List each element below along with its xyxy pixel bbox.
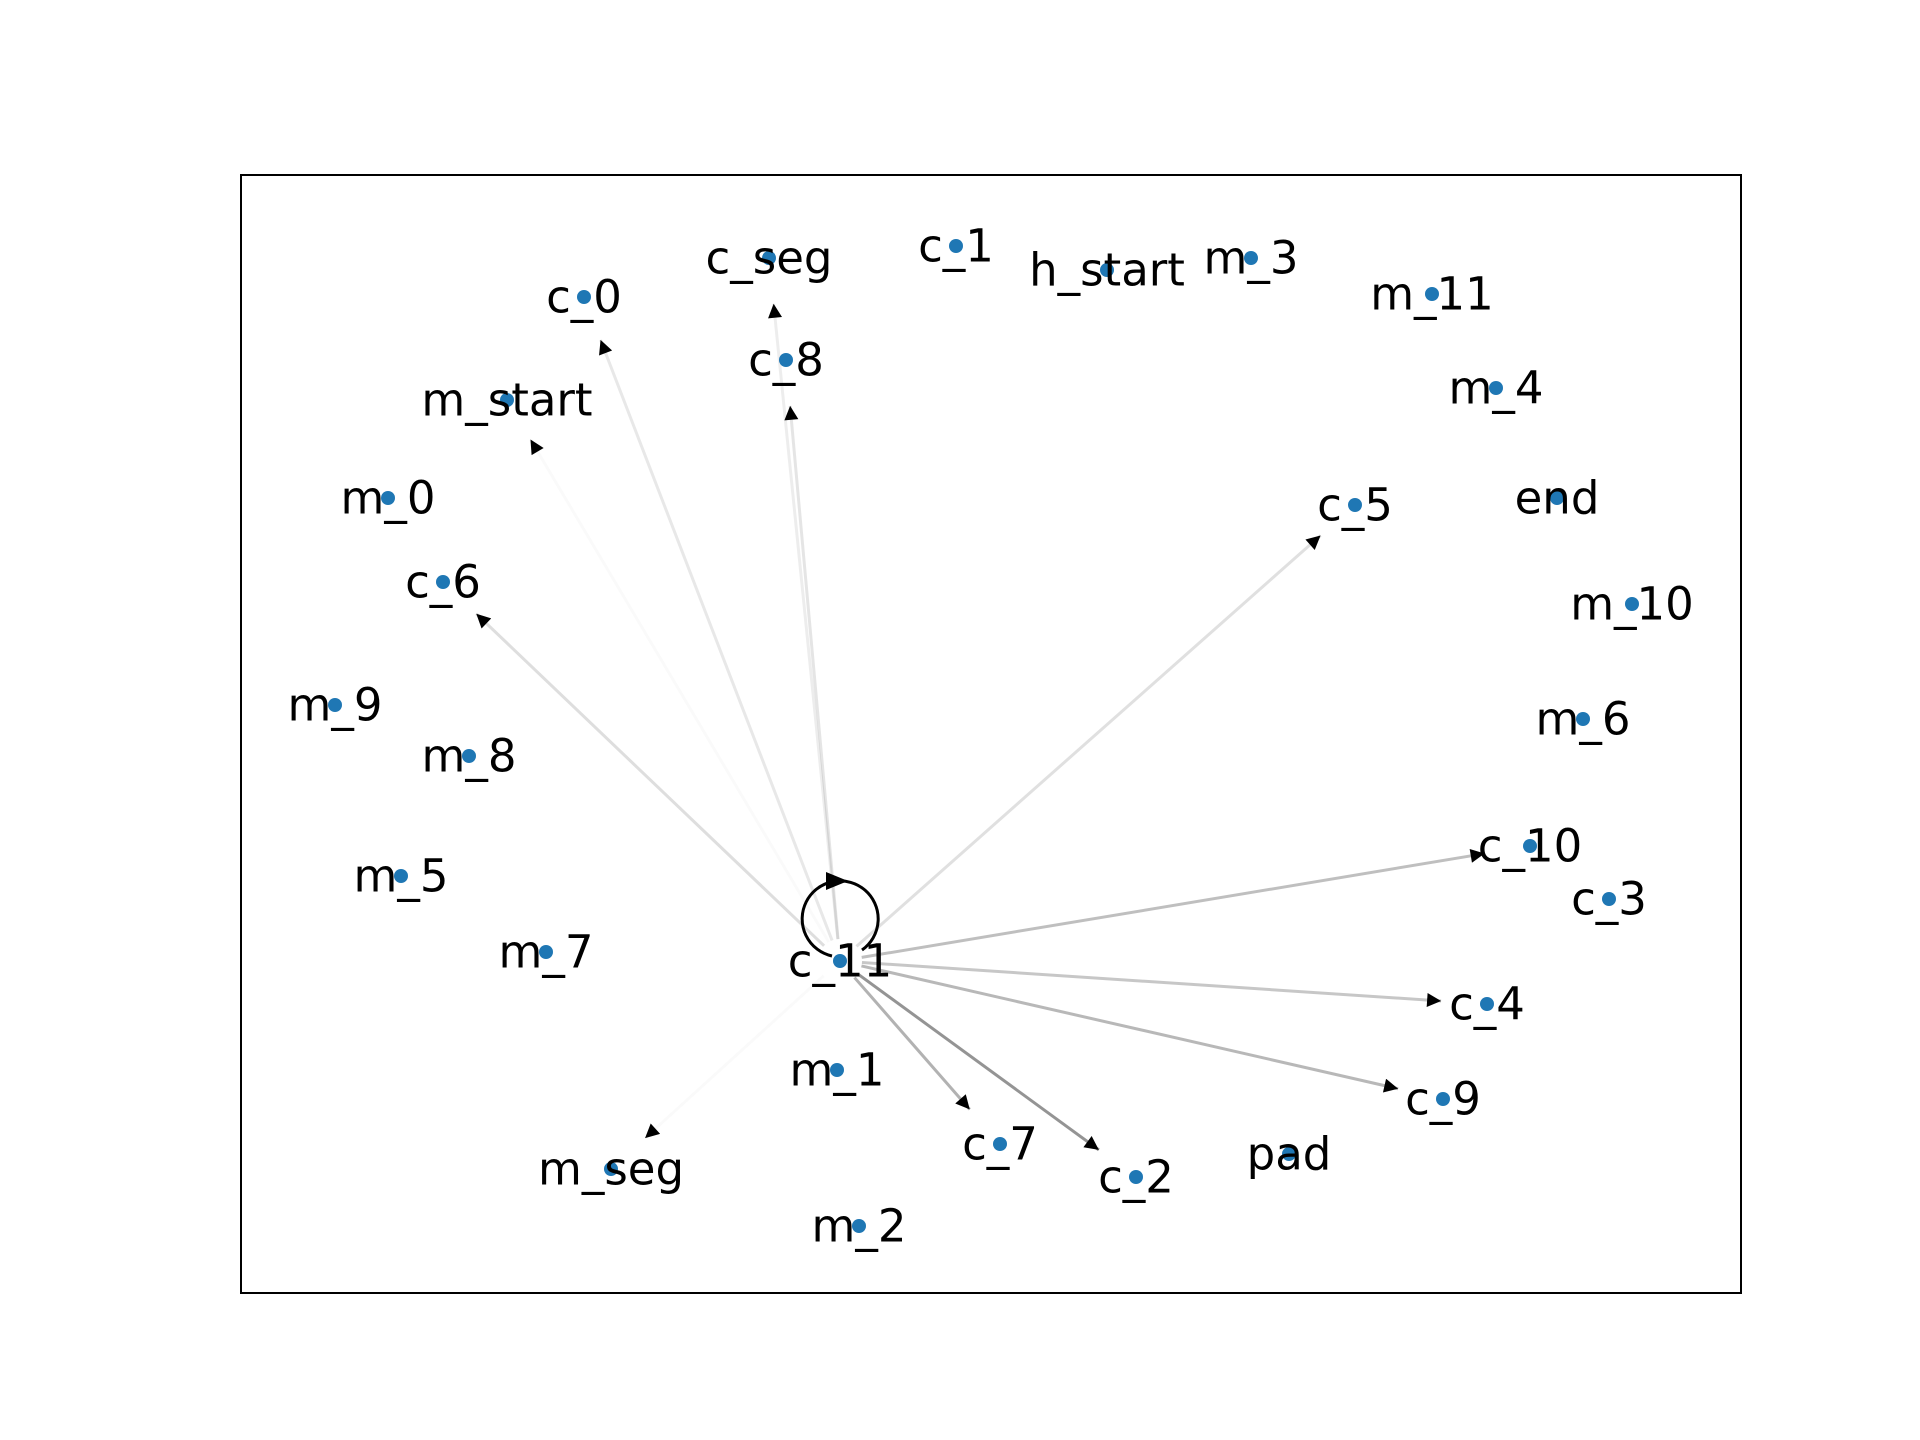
node-label-m-5: m_5 [354,850,449,903]
edge-c-11-self-loop-arrowhead [826,872,848,890]
node-pad [1282,1147,1296,1161]
node-label-c-seg: c_seg [706,232,833,285]
node-c-1 [949,239,963,253]
node-m-start [500,393,514,407]
node-label-c-4: c_4 [1449,978,1525,1031]
node-label-m-11: m_11 [1370,268,1494,321]
node-m-2 [852,1219,866,1233]
edges-layer [475,303,1485,1152]
node-label-c-6: c_6 [405,556,481,609]
node-label-m-7: m_7 [499,926,594,979]
edge-c-11-to-c-9 [861,964,1399,1093]
node-m-6 [1576,712,1590,726]
edge-c-11-to-c-8 [784,405,840,940]
node-m-1 [830,1063,844,1077]
node-c-7 [993,1137,1007,1151]
node-c-6 [436,575,450,589]
node-c-11 [833,954,847,968]
node-label-c-5: c_5 [1317,479,1393,532]
node-m-4 [1489,381,1503,395]
node-m-10 [1625,597,1639,611]
node-c-0 [577,290,591,304]
node-end [1550,491,1564,505]
node-c-4 [1480,997,1494,1011]
node-m-11 [1425,287,1439,301]
edge-c-11-to-c-4 [861,960,1442,1008]
edge-c-11-to-m-start [530,439,544,456]
node-m-5 [394,869,408,883]
edge-c-11-to-c-2 [856,972,1100,1152]
node-label-m-8: m_8 [422,730,517,783]
node-label-c-2: c_2 [1098,1151,1174,1204]
node-c-5 [1348,498,1362,512]
node-label-m-4: m_4 [1449,362,1544,415]
node-label-h-start: h_start [1029,244,1185,297]
node-label-c-9: c_9 [1405,1073,1481,1126]
node-label-c-11: c_11 [788,935,893,988]
edge-c-11-to-c-6 [475,612,826,947]
node-label-m-2: m_2 [812,1200,907,1253]
node-label-pad: pad [1247,1128,1332,1181]
node-label-m-9: m_9 [288,679,383,732]
node-label-c-3: c_3 [1571,873,1647,926]
node-c-9 [1436,1092,1450,1106]
node-label-c-10: c_10 [1478,820,1583,873]
node-label-m-start: m_start [421,374,592,427]
labels-layer: c_0 c_seg c_1 h_start m_3 m_11 c_8 m_start m_4 m_… [288,220,1694,1253]
node-m-seg [604,1162,618,1176]
node-label-m-seg: m_seg [538,1143,684,1196]
nodes-layer [328,239,1639,1233]
node-c-8 [779,353,793,367]
edge-c-11-to-c-10 [861,848,1485,959]
edge-c-11-to-c-seg [768,303,840,940]
node-m-7 [539,945,553,959]
node-label-m-3: m_3 [1204,232,1299,285]
node-m-8 [462,749,476,763]
node-c-10 [1523,839,1537,853]
node-c-2 [1129,1170,1143,1184]
node-m-3 [1244,251,1258,265]
edge-c-11-to-c-5 [855,534,1322,948]
node-label-m-1: m_1 [790,1044,885,1097]
node-c-seg [762,251,776,265]
node-c-3 [1602,892,1616,906]
edge-c-11-to-c-0 [599,339,834,942]
node-label-c-0: c_0 [546,271,622,324]
node-label-c-7: c_7 [962,1118,1038,1171]
node-label-end: end [1515,472,1600,525]
node-m-9 [328,698,342,712]
node-label-m-10: m_10 [1570,578,1694,631]
node-m-0 [381,491,395,505]
node-label-c-1: c_1 [918,220,994,273]
node-label-m-6: m_6 [1536,693,1631,746]
edge-c-11-to-c-7 [853,976,971,1111]
node-h-start [1100,263,1114,277]
plot-frame [240,174,1742,1294]
node-label-m-0: m_0 [341,472,436,525]
node-label-c-8: c_8 [748,334,824,387]
